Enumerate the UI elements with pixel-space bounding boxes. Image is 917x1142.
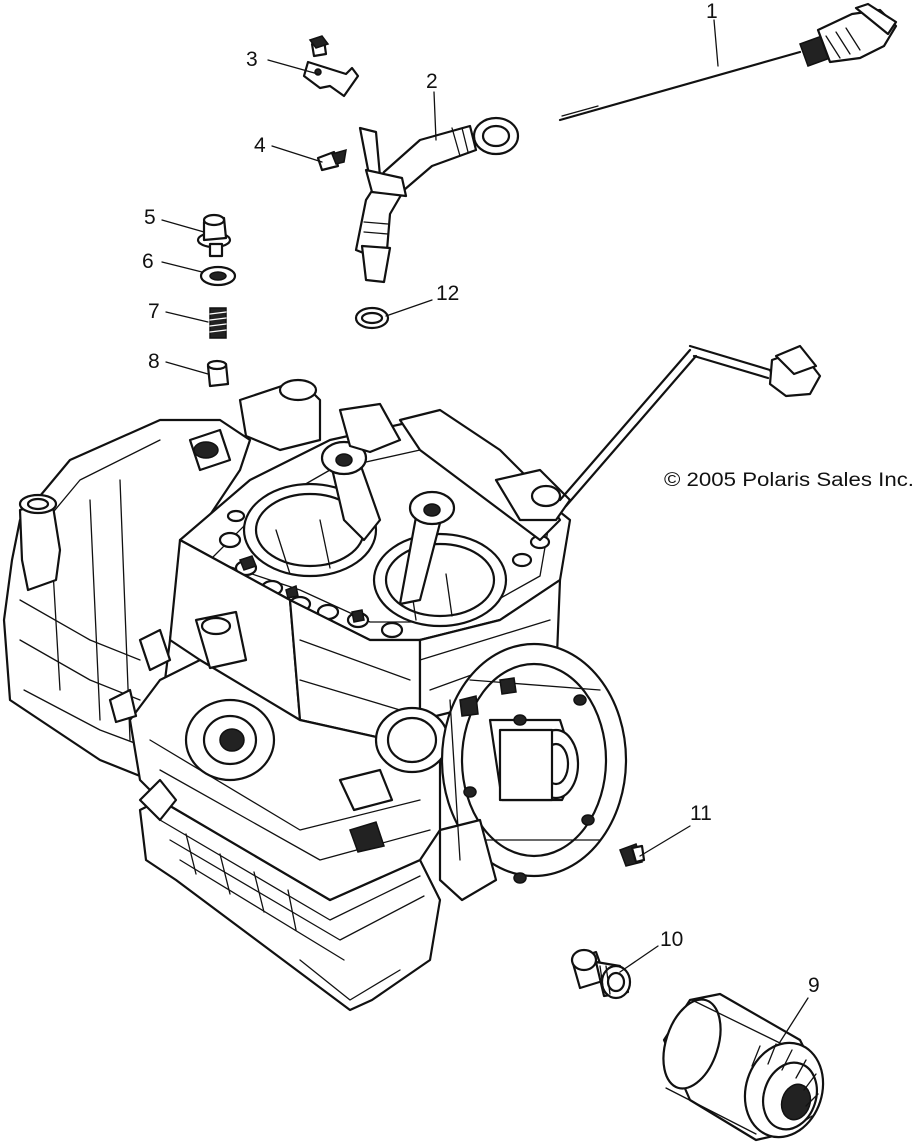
callout-5: 5 bbox=[144, 206, 156, 229]
engine-crankcase bbox=[2, 378, 628, 1012]
copyright-notice: © 2005 Polaris Sales Inc. bbox=[664, 470, 914, 491]
callout-4: 4 bbox=[254, 134, 266, 157]
shift-rod bbox=[558, 344, 822, 508]
callout-9: 9 bbox=[808, 974, 820, 997]
callout-7: 7 bbox=[148, 300, 160, 323]
callout-10: 10 bbox=[660, 928, 683, 951]
part-1-dipstick bbox=[558, 2, 898, 122]
callout-12: 12 bbox=[436, 282, 459, 305]
part-11-plug bbox=[619, 843, 646, 867]
part-2-dipstick-tube bbox=[354, 116, 520, 284]
part-9-oil-filter bbox=[662, 992, 825, 1142]
part-7-spring bbox=[209, 307, 227, 339]
leader-lines bbox=[161, 19, 809, 1043]
part-6-washer bbox=[199, 265, 237, 287]
callout-2: 2 bbox=[426, 70, 438, 93]
part-12-o-ring bbox=[354, 306, 390, 330]
part-3-bracket bbox=[302, 35, 360, 98]
part-8-dowel-pin bbox=[206, 359, 230, 388]
callout-1: 1 bbox=[706, 0, 718, 23]
callout-11: 11 bbox=[690, 802, 712, 825]
callout-6: 6 bbox=[142, 250, 154, 273]
callout-3: 3 bbox=[246, 48, 258, 71]
part-5-flange-bolt bbox=[196, 213, 232, 258]
part-4-bolt bbox=[316, 148, 347, 172]
part-10-fitting bbox=[570, 948, 632, 1000]
callout-8: 8 bbox=[148, 350, 160, 373]
